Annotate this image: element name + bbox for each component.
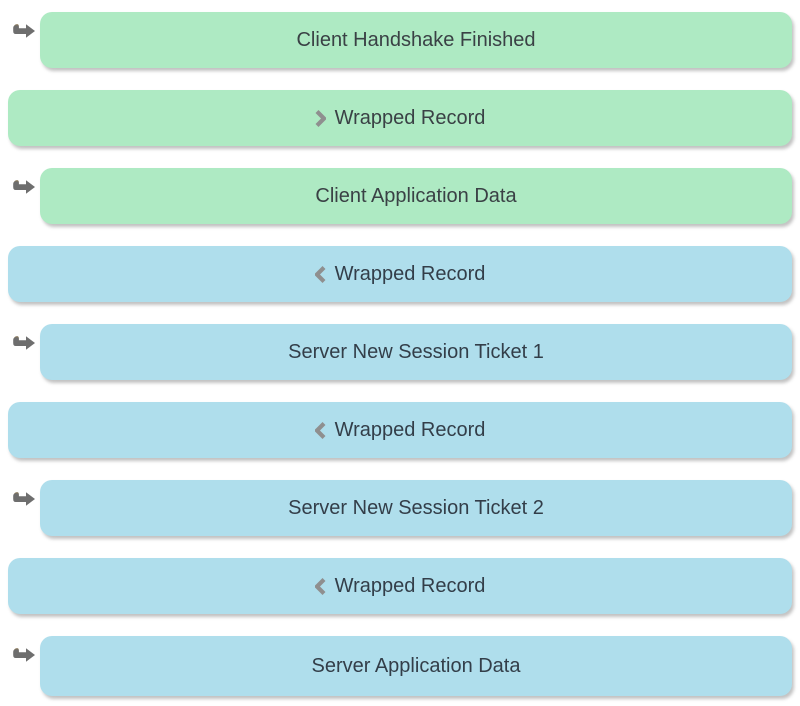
row-wrapped-record-server: Wrapped Record (0, 402, 800, 458)
send-arrow-icon (13, 492, 35, 506)
row-wrapped-record-server: Wrapped Record (0, 246, 800, 302)
record-label: Client Handshake Finished (296, 28, 536, 51)
row-server-application-data: Server Application Data (0, 636, 800, 696)
row-client-application-data: Client Application Data (0, 168, 800, 224)
record-wrapped-record[interactable]: Wrapped Record (8, 402, 792, 458)
send-arrow-icon (13, 24, 35, 38)
record-label: Server New Session Ticket 2 (288, 496, 544, 519)
record-label: Client Application Data (315, 184, 517, 207)
chevron-left-icon (314, 265, 326, 283)
chevron-left-icon (314, 421, 326, 439)
record-server-new-session-ticket-2[interactable]: Server New Session Ticket 2 (40, 480, 792, 536)
chevron-left-icon (314, 577, 326, 595)
record-label: Wrapped Record (334, 106, 486, 129)
record-server-new-session-ticket-1[interactable]: Server New Session Ticket 1 (40, 324, 792, 380)
send-arrow-icon (13, 336, 35, 350)
row-server-new-session-ticket-2: Server New Session Ticket 2 (0, 480, 800, 536)
row-server-new-session-ticket-1: Server New Session Ticket 1 (0, 324, 800, 380)
record-wrapped-record[interactable]: Wrapped Record (8, 246, 792, 302)
record-wrapped-record[interactable]: Wrapped Record (8, 558, 792, 614)
record-label: Wrapped Record (334, 574, 486, 597)
record-server-application-data[interactable]: Server Application Data (40, 636, 792, 696)
chevron-right-icon (315, 109, 326, 127)
send-arrow-icon (13, 180, 35, 194)
record-label: Server Application Data (311, 654, 521, 677)
row-client-handshake-finished: Client Handshake Finished (0, 12, 800, 68)
record-client-handshake-finished[interactable]: Client Handshake Finished (40, 12, 792, 68)
row-wrapped-record-server: Wrapped Record (0, 558, 800, 614)
record-label: Wrapped Record (334, 262, 486, 285)
record-client-application-data[interactable]: Client Application Data (40, 168, 792, 224)
record-wrapped-record[interactable]: Wrapped Record (8, 90, 792, 146)
record-label: Wrapped Record (334, 418, 486, 441)
record-label: Server New Session Ticket 1 (288, 340, 544, 363)
row-wrapped-record-client: Wrapped Record (0, 90, 800, 146)
send-arrow-icon (13, 648, 35, 662)
